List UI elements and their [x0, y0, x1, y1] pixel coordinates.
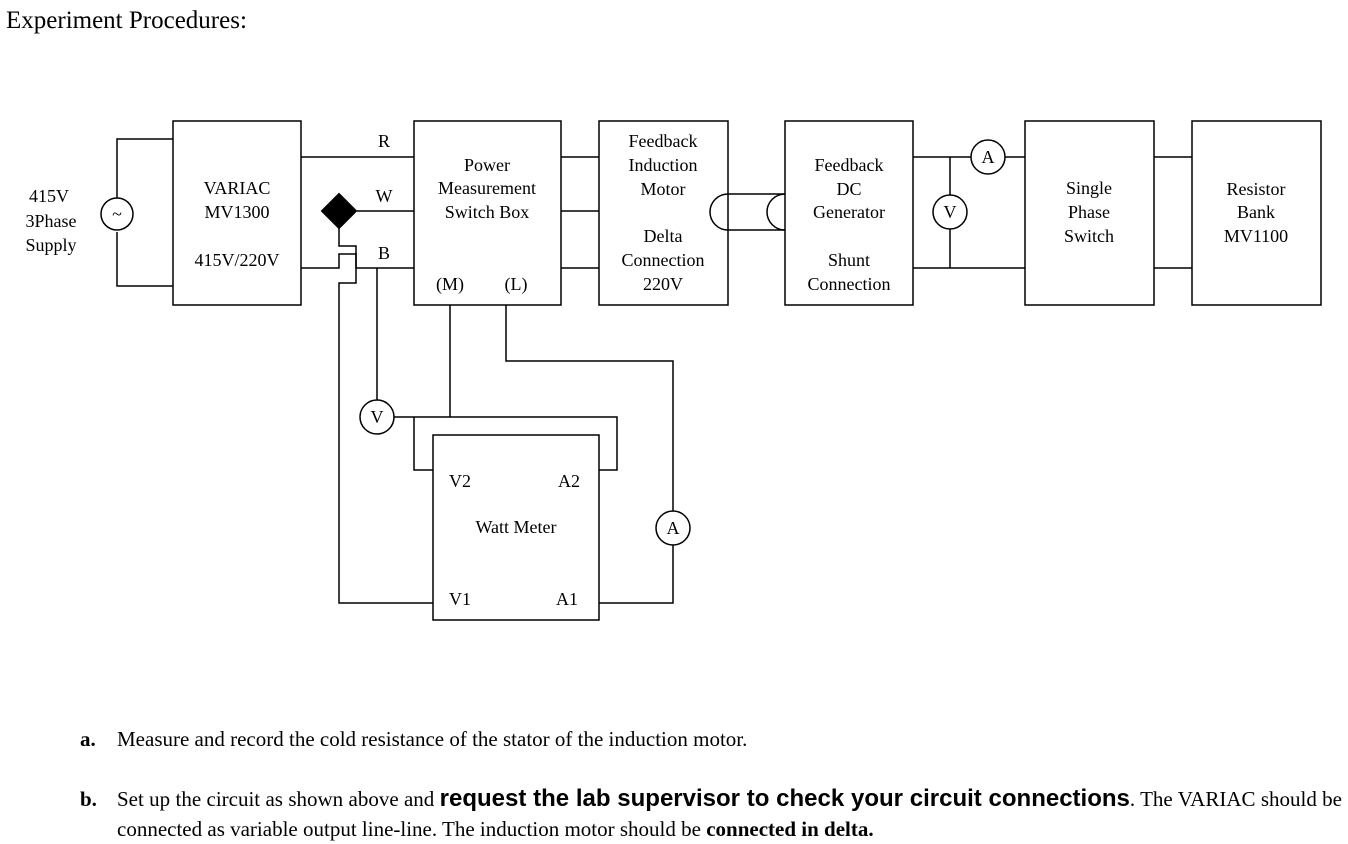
- line-ammeter: A: [655, 510, 691, 546]
- motor-label-6: 220V: [643, 274, 683, 294]
- switch-box-label-3: Switch Box: [445, 202, 530, 222]
- step-b-emphasis: request the lab supervisor to check your…: [439, 785, 1130, 812]
- switch-terminal-l: (L): [505, 274, 528, 295]
- generator-label-5: Connection: [808, 274, 891, 294]
- motor-label-2: Induction: [629, 155, 698, 175]
- line-voltmeter: V: [359, 399, 395, 435]
- motor-label-1: Feedback: [629, 131, 698, 151]
- supply-label-1: 415V: [29, 186, 69, 206]
- step-b: b. Set up the circuit as shown above and…: [80, 784, 1342, 844]
- wattmeter-a1: A1: [556, 589, 578, 609]
- switch-box: [413, 120, 562, 306]
- resistor-bank-label-2: Bank: [1237, 202, 1275, 222]
- motor-label-3: Motor: [641, 179, 686, 199]
- wattmeter-a2: A2: [558, 471, 580, 491]
- generator-label-4: Shunt: [828, 250, 870, 270]
- single-phase-label-2: Phase: [1068, 202, 1110, 222]
- motor-label-5: Connection: [622, 250, 705, 270]
- source-symbol: ~: [112, 204, 122, 224]
- dc-output-wiring: [913, 156, 1025, 269]
- variac-box: [172, 120, 302, 306]
- variac-label-1: VARIAC: [204, 178, 271, 198]
- generator-label-2: DC: [836, 179, 861, 199]
- step-b-label: b.: [80, 787, 97, 811]
- step-a-text: Measure and record the cold resistance o…: [117, 727, 748, 751]
- switch-terminal-m: (M): [436, 274, 464, 295]
- svg-text:A: A: [667, 518, 680, 538]
- svg-text:A: A: [982, 147, 995, 167]
- variac-label-3: 415V/220V: [195, 250, 280, 270]
- step-a-label: a.: [80, 727, 96, 751]
- circuit-diagram: ~ 415V 3Phase Supply VARIAC MV1300 415V/…: [25, 120, 1322, 621]
- dc-voltmeter: V: [932, 194, 968, 230]
- single-phase-switch-box: [1024, 120, 1155, 306]
- variac-label-2: MV1300: [204, 202, 269, 222]
- resistor-bank-box: [1191, 120, 1322, 306]
- resistor-bank-label-1: Resistor: [1226, 179, 1285, 199]
- generator-label-1: Feedback: [815, 155, 884, 175]
- wattmeter-v1: V1: [449, 589, 471, 609]
- wattmeter-box: [432, 434, 600, 621]
- step-b-emphasis-2: connected in delta.: [706, 817, 874, 841]
- page-heading: Experiment Procedures:: [6, 7, 247, 34]
- switch-box-label-2: Measurement: [438, 178, 536, 198]
- generator-label-3: Generator: [813, 202, 885, 222]
- resistor-bank-label-3: MV1100: [1224, 226, 1288, 246]
- supply-label-3: Supply: [25, 235, 76, 255]
- supply-label-2: 3Phase: [26, 211, 77, 231]
- svg-text:V: V: [944, 202, 957, 222]
- dc-generator-box: [784, 120, 914, 306]
- three-phase-lines: [301, 156, 433, 604]
- wattmeter-title: Watt Meter: [475, 517, 556, 537]
- motor-label-4: Delta: [644, 226, 683, 246]
- wattmeter-wiring: [394, 305, 674, 604]
- induction-motor-box: [598, 120, 729, 306]
- line-label-w: W: [376, 186, 393, 206]
- supply-source: ~: [100, 138, 173, 287]
- svg-text:V: V: [371, 407, 384, 427]
- shaft-coupling: [709, 193, 786, 231]
- single-phase-label-3: Switch: [1064, 226, 1114, 246]
- switch-box-label-1: Power: [464, 155, 510, 175]
- single-phase-label-1: Single: [1066, 178, 1112, 198]
- step-b-text-1: Set up the circuit as shown above and: [117, 787, 440, 811]
- step-a: a. Measure and record the cold resistanc…: [80, 724, 1342, 754]
- dc-ammeter: A: [970, 139, 1006, 175]
- line-label-r: R: [378, 131, 390, 151]
- wattmeter-v2: V2: [449, 471, 471, 491]
- junction-diamond: [320, 192, 358, 230]
- line-label-b: B: [378, 243, 390, 263]
- procedure-steps: a. Measure and record the cold resistanc…: [80, 724, 1342, 844]
- step-b-text-2: . The VARIAC should be connected as vari…: [117, 787, 1342, 841]
